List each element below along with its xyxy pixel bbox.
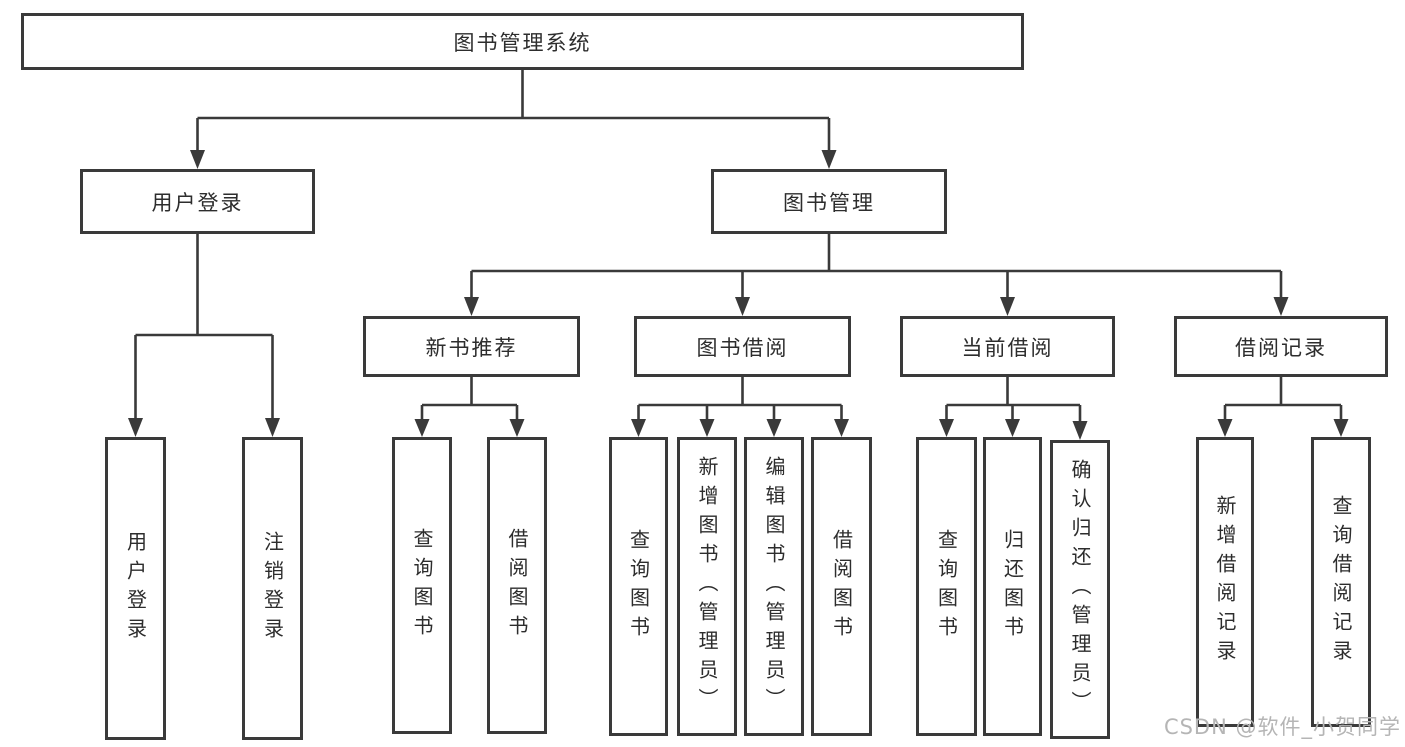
leaf-confirm-return-admin: 确认归还（管理员） — [1050, 440, 1110, 739]
node-label: 借阅图书 — [829, 528, 854, 645]
leaf-edit-books-admin: 编辑图书（管理员） — [744, 437, 804, 736]
node-current-borrow: 当前借阅 — [900, 316, 1115, 377]
node-label: 归还图书 — [1000, 528, 1025, 645]
connector-current-borrow-to-leaves — [939, 377, 1088, 440]
node-label: 新书推荐 — [425, 335, 518, 360]
node-label: 图书借阅 — [696, 335, 789, 360]
leaf-query-books: 查询图书 — [916, 437, 977, 736]
leaf-add-books-admin: 新增图书（管理员） — [677, 437, 737, 736]
node-root-library-system: 图书管理系统 — [21, 13, 1024, 70]
node-label: 新增图书（管理员） — [695, 456, 719, 717]
leaf-logout: 注销登录 — [242, 437, 303, 740]
node-book-borrow: 图书借阅 — [634, 316, 851, 377]
node-label: 借阅记录 — [1235, 335, 1327, 360]
node-label: 当前借阅 — [961, 335, 1054, 360]
node-label: 查询图书 — [410, 527, 434, 644]
node-label: 新增借阅记录 — [1213, 495, 1237, 669]
node-label: 用户登录 — [123, 530, 148, 647]
node-label: 用户登录 — [151, 190, 244, 215]
connector-user-login-to-leaves — [128, 234, 280, 437]
node-label: 借阅图书 — [505, 527, 529, 644]
leaf-borrow-books: 借阅图书 — [811, 437, 872, 736]
node-user-login: 用户登录 — [80, 169, 315, 234]
node-label: 图书管理 — [783, 190, 875, 215]
node-label: 确认归还（管理员） — [1068, 459, 1092, 720]
node-label: 查询图书 — [626, 528, 651, 645]
connector-book-mgmt-to-level3 — [464, 234, 1289, 316]
connector-book-borrow-to-leaves — [631, 377, 849, 437]
node-label: 编辑图书（管理员） — [762, 456, 786, 717]
connector-new-book-to-leaves — [414, 377, 525, 437]
node-book-management: 图书管理 — [711, 169, 947, 234]
node-borrow-record: 借阅记录 — [1174, 316, 1388, 377]
leaf-user-login: 用户登录 — [105, 437, 166, 740]
node-label: 查询借阅记录 — [1329, 495, 1353, 669]
leaf-query-books: 查询图书 — [609, 437, 668, 736]
connector-root-to-level2 — [190, 70, 837, 169]
connector-borrow-record-to-leaves — [1217, 377, 1349, 437]
node-label: 图书管理系统 — [453, 30, 592, 55]
leaf-query-books: 查询图书 — [392, 437, 452, 734]
node-label: 注销登录 — [260, 530, 285, 647]
leaf-query-borrow-record: 查询借阅记录 — [1311, 437, 1371, 727]
node-label: 查询图书 — [934, 528, 959, 645]
leaf-add-borrow-record: 新增借阅记录 — [1196, 437, 1254, 727]
leaf-return-books: 归还图书 — [983, 437, 1042, 736]
csdn-watermark: CSDN @软件_小贺同学 — [1163, 715, 1401, 739]
node-new-book-recommend: 新书推荐 — [363, 316, 580, 377]
leaf-borrow-books: 借阅图书 — [487, 437, 547, 734]
